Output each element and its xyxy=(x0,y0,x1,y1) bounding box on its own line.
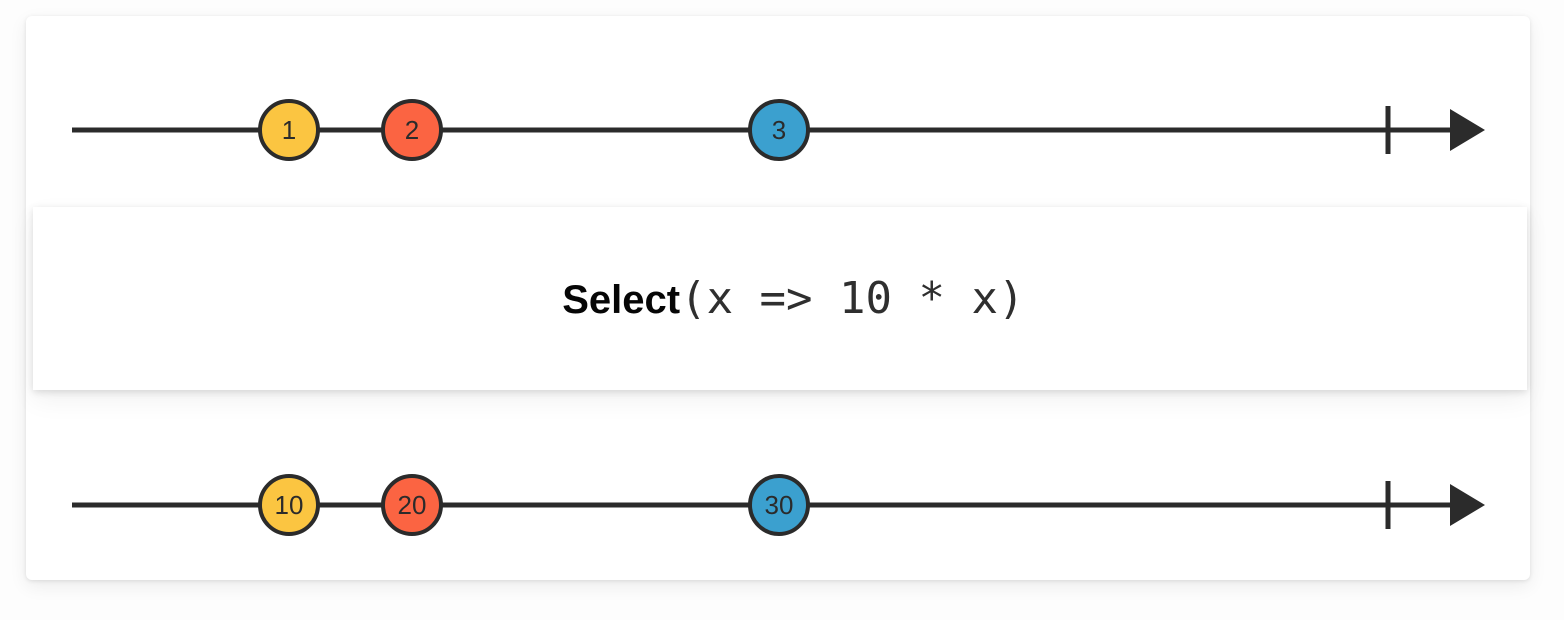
operator-band: Select(x => 10 * x) xyxy=(33,207,1527,390)
marble-3-label: 3 xyxy=(771,115,787,145)
marble-3[interactable]: 3 xyxy=(748,99,810,161)
marble-10[interactable]: 10 xyxy=(258,474,320,536)
operator-lambda: (x => 10 * x) xyxy=(680,272,1025,324)
marble-20[interactable]: 20 xyxy=(381,474,443,536)
marble-30[interactable]: 30 xyxy=(748,474,810,536)
marble-30-label: 30 xyxy=(764,490,794,520)
marble-1-label: 1 xyxy=(281,115,297,145)
result-arrowhead xyxy=(1450,484,1485,526)
marble-10-label: 10 xyxy=(274,490,304,520)
operator-name: Select xyxy=(562,277,681,322)
marble-2-label: 2 xyxy=(404,115,420,145)
source-arrowhead xyxy=(1450,109,1485,151)
marble-1[interactable]: 1 xyxy=(258,99,320,161)
source-timeline: 1 2 3 xyxy=(26,65,1530,195)
result-timeline: 10 20 30 xyxy=(26,440,1530,570)
marble-20-label: 20 xyxy=(397,490,427,520)
marble-2[interactable]: 2 xyxy=(381,99,443,161)
operator-expression: Select(x => 10 * x) xyxy=(536,261,1025,337)
